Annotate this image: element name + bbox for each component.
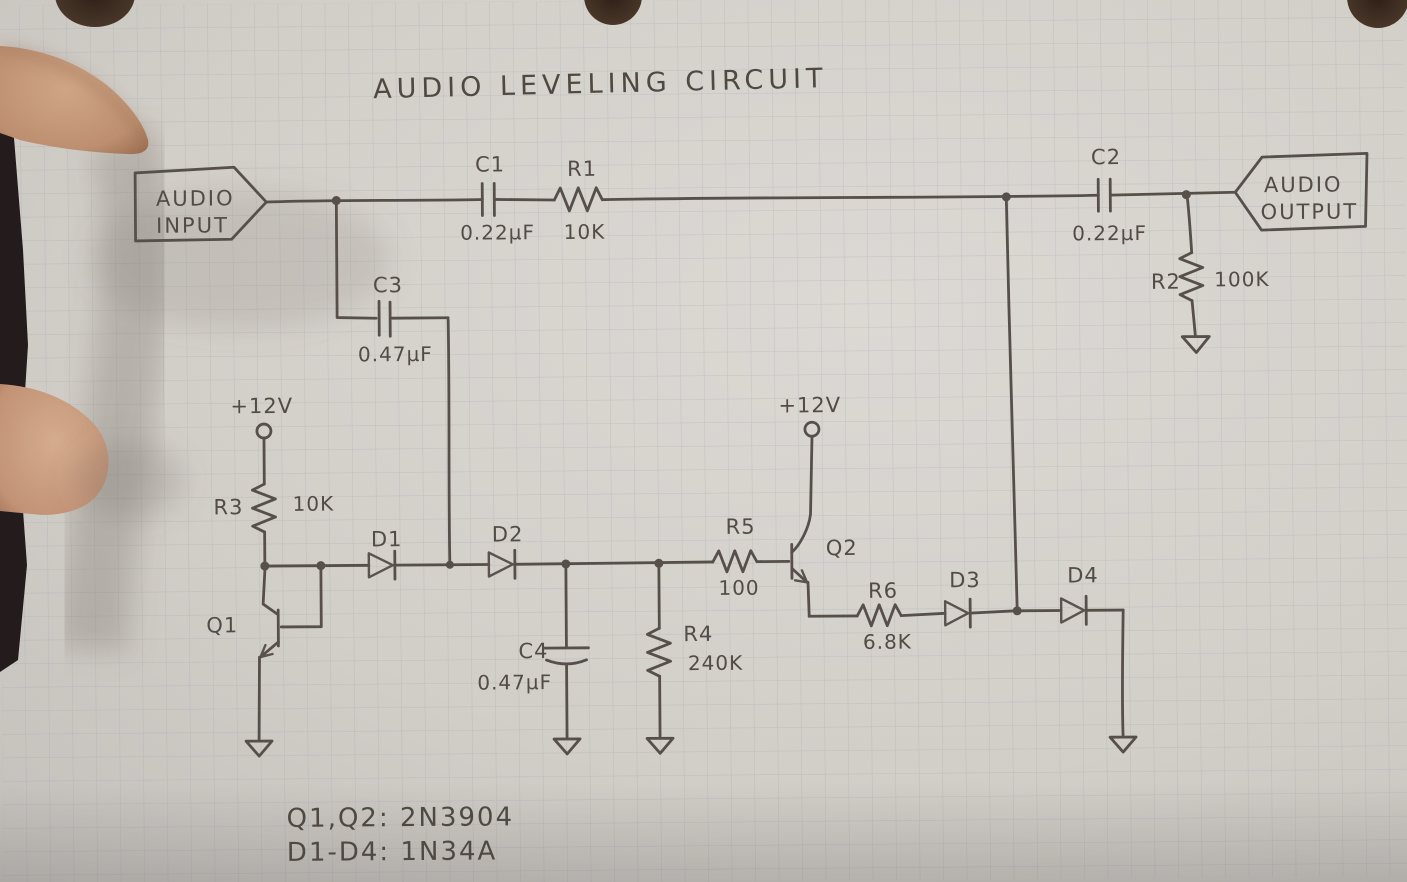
resistor-r6: R6 6.8K: [807, 579, 947, 654]
emitter-arrow: [793, 569, 809, 584]
audio-output-label: OUTPUT: [1261, 199, 1359, 224]
label-r2: R2: [1151, 270, 1181, 294]
transistor-q1: Q1: [206, 568, 323, 758]
resistor-r3: R3 10K: [213, 482, 335, 566]
label-d2: D2: [492, 522, 524, 546]
capacitor-c2: C2 0.22µF: [1072, 145, 1147, 246]
label-r3: R3: [213, 495, 243, 519]
wire: [1004, 196, 1019, 611]
label-12v-left: +12V: [230, 394, 293, 418]
label-q1: Q1: [206, 613, 238, 637]
diode-d1: D1: [367, 527, 403, 581]
label-q2: Q2: [826, 536, 858, 560]
label-r6: R6: [868, 579, 898, 603]
diode-d3: D3: [943, 568, 1017, 629]
capacitor-c4: C4 0.47µF: [477, 564, 590, 756]
audio-input-terminal: AUDIO INPUT: [133, 165, 268, 243]
label-r5: R5: [726, 515, 756, 539]
value-r6: 6.8K: [863, 630, 912, 654]
binder-hole: [584, 0, 642, 25]
audio-input-label: AUDIO: [156, 186, 235, 211]
value-r1: 10K: [564, 220, 606, 244]
wire: [513, 560, 715, 566]
finger-edge: [0, 45, 146, 142]
note-transistors: Q1,Q2: 2N3904: [287, 802, 515, 834]
wire: [600, 193, 1100, 202]
value-c3: 0.47µF: [358, 342, 433, 367]
label-r1: R1: [567, 157, 597, 181]
page-bottom-shadow: [0, 782, 1407, 882]
value-c2: 0.22µF: [1072, 221, 1147, 246]
ground-symbol: [1108, 735, 1138, 754]
value-r4: 240K: [688, 651, 743, 675]
value-c4: 0.47µF: [477, 670, 552, 695]
binder-hole: [1347, 0, 1407, 28]
audio-input-label: INPUT: [156, 213, 229, 238]
value-c1: 0.22µF: [460, 220, 535, 245]
label-c3: C3: [373, 273, 403, 297]
hand-shadow: [57, 125, 173, 653]
label-c2: C2: [1091, 145, 1121, 169]
supply-terminal: [803, 420, 821, 438]
label-c4: C4: [518, 639, 548, 663]
wire: [393, 563, 491, 567]
finger-shadow: [90, 190, 390, 330]
binder-hole: [55, 0, 135, 27]
ground-symbol: [645, 736, 675, 755]
ground-symbol: [552, 737, 582, 756]
label-d3: D3: [949, 568, 981, 592]
label-c1: C1: [475, 152, 505, 176]
label-12v-right: +12V: [778, 393, 841, 417]
capacitor-c3: C3 0.47µF: [334, 201, 452, 565]
resistor-r5: R5 100: [711, 515, 791, 600]
power-12v-left: +12V: [230, 394, 293, 486]
label-d4: D4: [1067, 563, 1099, 587]
resistor-r4: R4 240K: [645, 563, 743, 755]
value-r3: 10K: [293, 492, 335, 516]
wire: [264, 198, 484, 204]
finger: [0, 46, 149, 155]
junction-dots: [260, 190, 1191, 616]
ground-symbol: [244, 739, 274, 758]
resistor-r2: R2 100K: [1151, 196, 1270, 354]
audio-output-label: AUDIO: [1264, 173, 1343, 198]
ground-symbol: [1180, 335, 1211, 354]
wire: [492, 198, 556, 202]
value-r5: 100: [718, 576, 759, 600]
wire: [1108, 190, 1237, 197]
label-d1: D1: [371, 527, 403, 551]
value-r2: 100K: [1214, 267, 1269, 291]
note-diodes: D1-D4: 1N34A: [287, 836, 498, 867]
finger-shadow: [75, 442, 185, 518]
audio-output-terminal: AUDIO OUTPUT: [1233, 151, 1369, 232]
label-r4: R4: [683, 622, 713, 646]
transistor-q2: +12V Q2: [778, 393, 858, 618]
emitter-arrow: [259, 643, 274, 659]
resistor-r1: R1 10K: [552, 157, 606, 244]
capacitor-c1: C1 0.22µF: [460, 152, 535, 245]
diode-d4: D4: [1015, 563, 1138, 754]
